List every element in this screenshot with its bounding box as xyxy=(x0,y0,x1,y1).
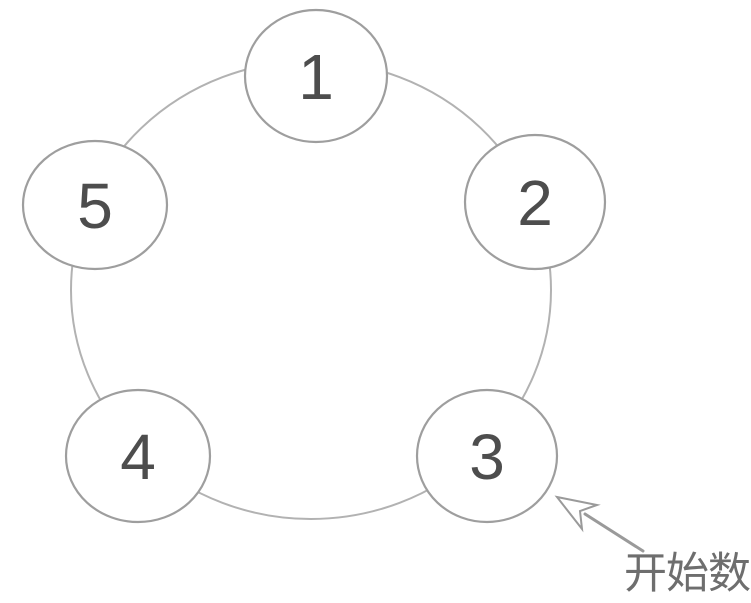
node-3: 3 xyxy=(415,388,559,524)
node-5: 5 xyxy=(21,139,169,271)
node-4-circle xyxy=(64,388,212,524)
node-4-label: 4 xyxy=(120,421,156,493)
arrow-shaft xyxy=(583,512,645,553)
start-counting-label: 开始数 xyxy=(624,550,751,598)
node-1-circle xyxy=(243,8,389,144)
node-4: 4 xyxy=(64,388,212,524)
node-5-circle xyxy=(21,139,169,271)
node-2-circle xyxy=(463,133,607,271)
node-2-label: 2 xyxy=(517,167,553,239)
node-2: 2 xyxy=(463,133,607,271)
node-3-circle xyxy=(415,388,559,524)
arrow-head-icon xyxy=(554,495,601,533)
node-1-label: 1 xyxy=(298,41,334,113)
node-3-label: 3 xyxy=(469,421,505,493)
start-arrow xyxy=(554,495,645,553)
node-5-label: 5 xyxy=(77,170,113,242)
node-1: 1 xyxy=(243,8,389,144)
